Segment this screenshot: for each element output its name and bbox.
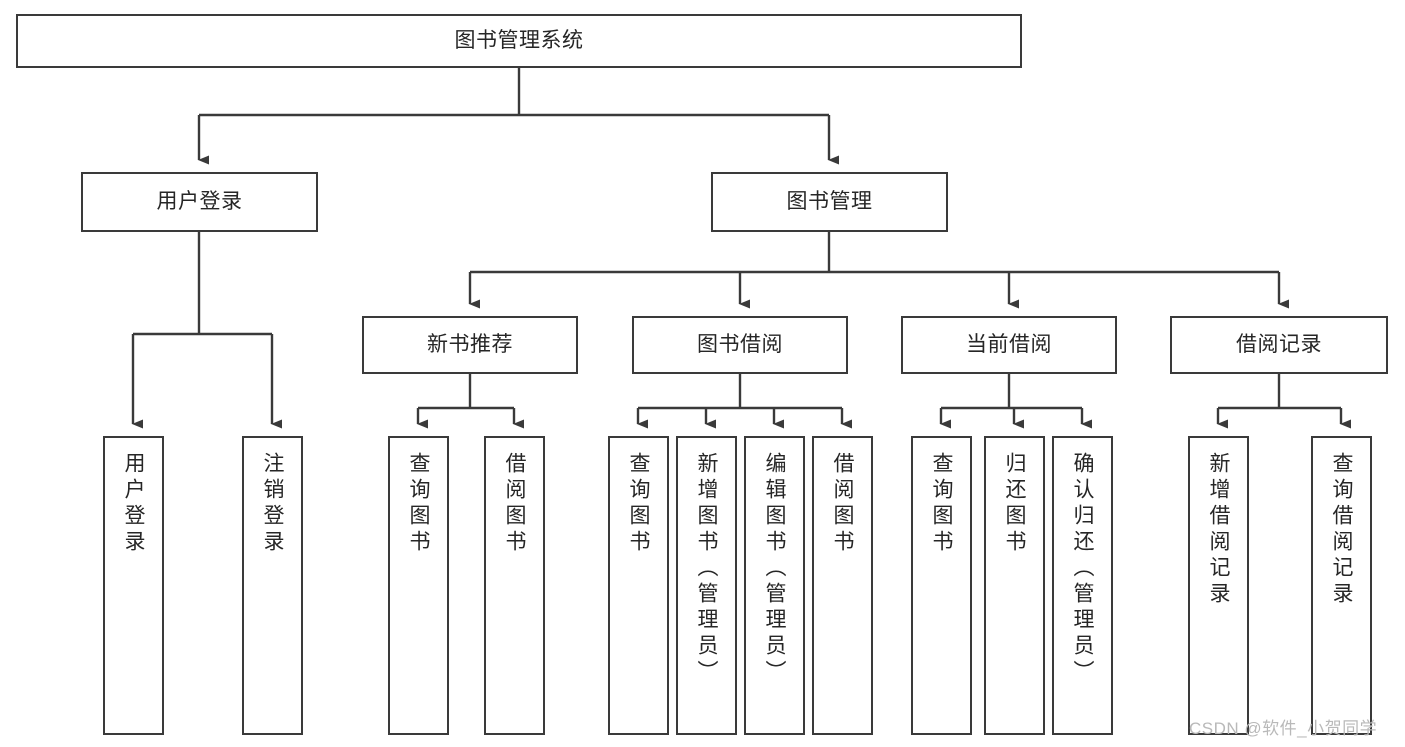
root-node-box[interactable]: 图书管理系统 bbox=[16, 14, 1022, 68]
leaf-node-box[interactable]: 归还图书 bbox=[984, 436, 1045, 735]
leaf-node-box[interactable]: 用户登录 bbox=[103, 436, 164, 735]
leaf-node-label: 新增图书（管理员） bbox=[695, 452, 718, 686]
leaf-node-label: 借阅图书 bbox=[831, 452, 854, 556]
leaf-node-box[interactable]: 确认归还（管理员） bbox=[1052, 436, 1113, 735]
level3-node-box[interactable]: 图书借阅 bbox=[632, 316, 848, 374]
level2-node-box[interactable]: 用户登录 bbox=[81, 172, 318, 232]
leaf-node-box[interactable]: 注销登录 bbox=[242, 436, 303, 735]
leaf-node-label: 注销登录 bbox=[261, 452, 284, 556]
leaf-node-box[interactable]: 新增借阅记录 bbox=[1188, 436, 1249, 735]
leaf-node-box[interactable]: 借阅图书 bbox=[484, 436, 545, 735]
csdn-watermark: CSDN @软件_小贺同学 bbox=[1189, 719, 1378, 738]
leaf-node-label: 新增借阅记录 bbox=[1207, 452, 1230, 608]
leaf-node-label: 编辑图书（管理员） bbox=[763, 452, 786, 686]
level3-node-label: 借阅记录 bbox=[1236, 333, 1322, 357]
level3-node-label: 图书借阅 bbox=[697, 333, 783, 357]
leaf-node-label: 查询借阅记录 bbox=[1330, 452, 1353, 608]
level3-node-box[interactable]: 新书推荐 bbox=[362, 316, 578, 374]
leaf-node-box[interactable]: 查询图书 bbox=[388, 436, 449, 735]
leaf-node-box[interactable]: 查询借阅记录 bbox=[1311, 436, 1372, 735]
leaf-node-box[interactable]: 新增图书（管理员） bbox=[676, 436, 737, 735]
leaf-node-label: 查询图书 bbox=[407, 452, 430, 556]
leaf-node-label: 用户登录 bbox=[122, 452, 145, 556]
level2-node-label: 图书管理 bbox=[786, 190, 873, 214]
level3-node-box[interactable]: 当前借阅 bbox=[901, 316, 1117, 374]
leaf-node-label: 查询图书 bbox=[627, 452, 650, 556]
leaf-node-label: 查询图书 bbox=[930, 452, 953, 556]
leaf-node-box[interactable]: 借阅图书 bbox=[812, 436, 873, 735]
level3-node-box[interactable]: 借阅记录 bbox=[1170, 316, 1388, 374]
leaf-node-box[interactable]: 编辑图书（管理员） bbox=[744, 436, 805, 735]
level3-node-label: 当前借阅 bbox=[966, 333, 1052, 357]
leaf-node-box[interactable]: 查询图书 bbox=[911, 436, 972, 735]
level3-node-label: 新书推荐 bbox=[427, 333, 513, 357]
leaf-node-label: 确认归还（管理员） bbox=[1071, 452, 1094, 686]
leaf-node-label: 借阅图书 bbox=[503, 452, 526, 556]
leaf-node-label: 归还图书 bbox=[1003, 452, 1026, 556]
level2-node-label: 用户登录 bbox=[156, 190, 243, 214]
root-node-label: 图书管理系统 bbox=[454, 29, 584, 53]
level2-node-box[interactable]: 图书管理 bbox=[711, 172, 948, 232]
leaf-node-box[interactable]: 查询图书 bbox=[608, 436, 669, 735]
